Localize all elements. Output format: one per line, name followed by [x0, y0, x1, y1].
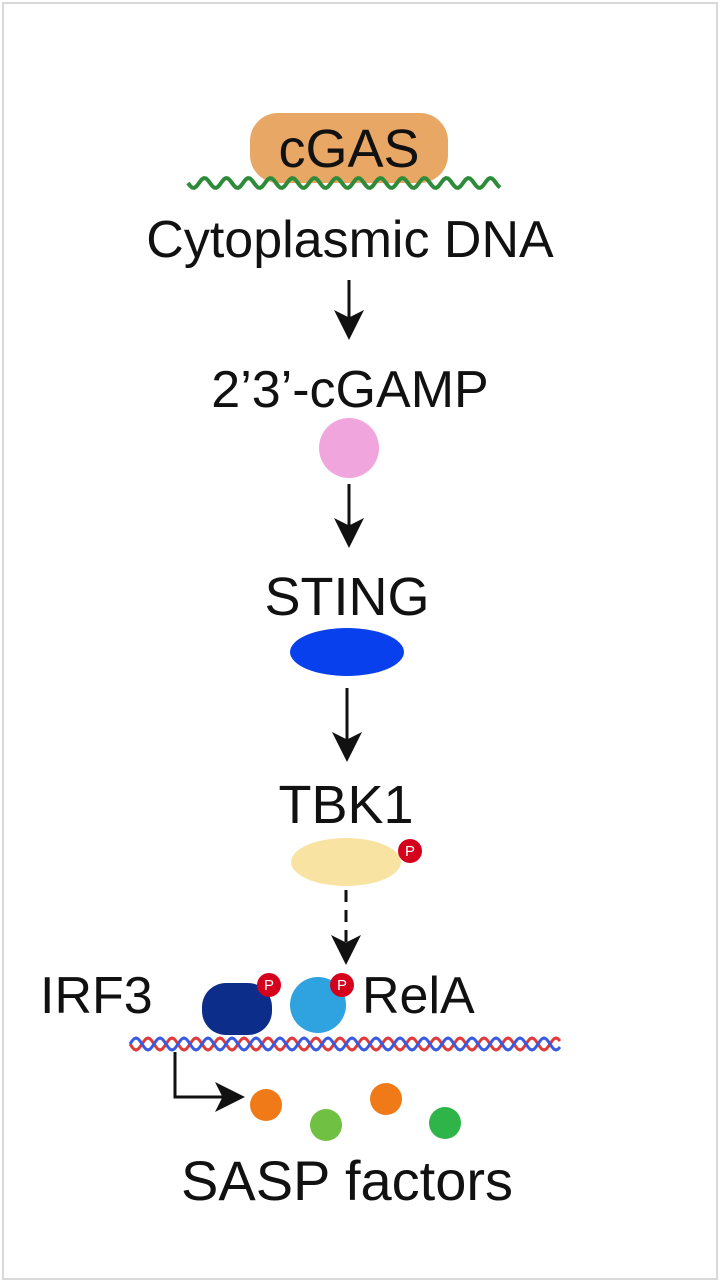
phospho-rela — [330, 973, 354, 997]
cytoplasmic-dna-strand — [186, 175, 502, 191]
tbk1-label: TBK1 — [278, 775, 413, 835]
rela-label: RelA — [362, 967, 475, 1025]
cgamp-node — [319, 418, 379, 478]
cytoplasmic-dna-label: Cytoplasmic DNA — [146, 211, 554, 269]
sasp-factor-dot — [429, 1107, 461, 1139]
sting-label: STING — [264, 567, 429, 627]
cgas-label: cGAS — [278, 119, 419, 179]
phospho-irf3-label: P — [264, 977, 274, 994]
sasp-factor-dot — [250, 1089, 282, 1121]
sasp-factor-dot — [310, 1109, 342, 1141]
phospho-tbk1 — [398, 839, 422, 863]
phospho-rela-label: P — [337, 977, 347, 994]
phospho-tbk1-label: P — [405, 843, 415, 860]
cgas-node — [250, 113, 448, 183]
irf3-node — [202, 983, 272, 1035]
dna-helix-strand-blue — [128, 1036, 562, 1052]
irf3-label: IRF3 — [40, 967, 153, 1025]
cgamp-label: 2’3’-cGAMP — [211, 361, 488, 419]
phospho-irf3 — [257, 973, 281, 997]
sasp-factors-label: SASP factors — [181, 1149, 513, 1212]
sasp-factor-dot — [370, 1083, 402, 1115]
transcription-arrow — [173, 1052, 245, 1112]
tbk1-node — [291, 838, 401, 886]
sting-node — [290, 628, 404, 676]
